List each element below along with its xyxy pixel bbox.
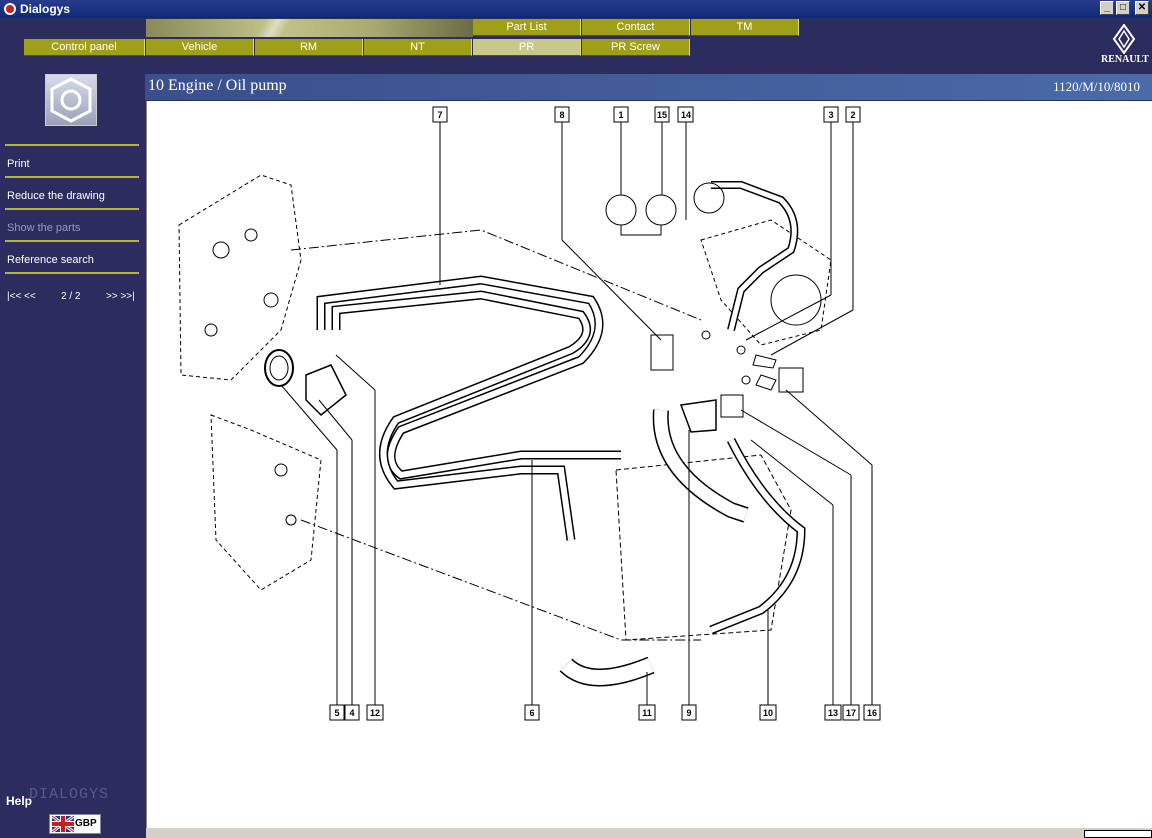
nav-control-panel[interactable]: Control panel	[24, 39, 145, 56]
callout-9[interactable]: 9	[686, 708, 691, 718]
nav-contact[interactable]: Contact	[582, 19, 690, 36]
currency-label: GBP	[75, 818, 97, 829]
nav-part-list[interactable]: Part List	[473, 19, 581, 36]
nav-tm[interactable]: TM	[691, 19, 799, 36]
sidebar-item-show-parts[interactable]: Show the parts	[7, 222, 81, 234]
status-box	[1084, 830, 1152, 838]
header-banner	[146, 19, 473, 37]
sidebar-item-print[interactable]: Print	[7, 158, 30, 170]
part-category-thumbnail	[45, 74, 97, 126]
renault-wordmark: RENAULT	[1101, 54, 1149, 65]
callout-6[interactable]: 6	[529, 708, 534, 718]
sidebar-divider	[5, 208, 139, 210]
callout-1[interactable]: 1	[618, 110, 623, 120]
pager-page-indicator: 2 / 2	[61, 291, 81, 302]
nav-nt[interactable]: NT	[364, 39, 472, 56]
callout-7[interactable]: 7	[437, 110, 442, 120]
oil-pump-diagram: 7 8 1 15 14 3 2 5 4 12 6 11 9 10	[178, 106, 881, 721]
exploded-view-drawing[interactable]: 7 8 1 15 14 3 2 5 4 12 6 11 9 10	[146, 101, 1152, 828]
callout-17[interactable]: 17	[846, 708, 856, 718]
nav-rm[interactable]: RM	[255, 39, 363, 56]
minimize-button[interactable]: _	[1100, 1, 1114, 15]
renault-logo: RENAULT	[1096, 24, 1152, 68]
maximize-button[interactable]: □	[1116, 1, 1130, 15]
reference-code: 1120/M/10/8010	[1053, 79, 1140, 94]
callout-16[interactable]: 16	[867, 708, 877, 718]
sidebar-item-reduce-drawing[interactable]: Reduce the drawing	[7, 190, 105, 202]
currency-button[interactable]: GBP	[49, 814, 101, 834]
page-title: 10 Engine / Oil pump	[148, 77, 287, 94]
close-button[interactable]: ✕	[1135, 1, 1149, 15]
window-title-bar: Dialogys _ □ ✕	[0, 0, 1152, 18]
nav-pr-screw[interactable]: PR Screw	[582, 39, 690, 56]
sidebar-divider	[5, 240, 139, 242]
sidebar-divider	[5, 176, 139, 178]
sidebar-divider	[5, 144, 139, 146]
dialogys-brand: DIALOGYS	[29, 786, 110, 803]
callout-11[interactable]: 11	[642, 708, 652, 718]
callout-5[interactable]: 5	[334, 708, 339, 718]
pager-next-last[interactable]: >> >>|	[106, 291, 135, 302]
callout-10[interactable]: 10	[763, 708, 773, 718]
help-link[interactable]: Help	[6, 794, 33, 808]
sidebar	[0, 74, 145, 838]
callout-3[interactable]: 3	[828, 110, 833, 120]
callout-4[interactable]: 4	[349, 708, 354, 718]
page-title-bar: 10 Engine / Oil pump 1120/M/10/8010	[145, 74, 1152, 100]
uk-flag-icon	[52, 816, 74, 832]
sidebar-divider	[5, 272, 139, 274]
callout-14[interactable]: 14	[681, 110, 691, 120]
nav-vehicle[interactable]: Vehicle	[146, 39, 254, 56]
status-bar	[146, 828, 1152, 838]
renault-diamond-icon	[1112, 24, 1136, 54]
window-title: Dialogys	[20, 2, 71, 16]
hex-nut-icon	[50, 77, 92, 123]
sidebar-item-reference-search[interactable]: Reference search	[7, 254, 94, 266]
callout-12[interactable]: 12	[370, 708, 380, 718]
app-icon	[4, 3, 16, 15]
callout-15[interactable]: 15	[657, 110, 667, 120]
callout-13[interactable]: 13	[828, 708, 838, 718]
nav-pr[interactable]: PR	[473, 39, 581, 56]
callout-2[interactable]: 2	[850, 110, 855, 120]
pager-first-prev[interactable]: |<< <<	[7, 291, 36, 302]
callout-8[interactable]: 8	[559, 110, 564, 120]
